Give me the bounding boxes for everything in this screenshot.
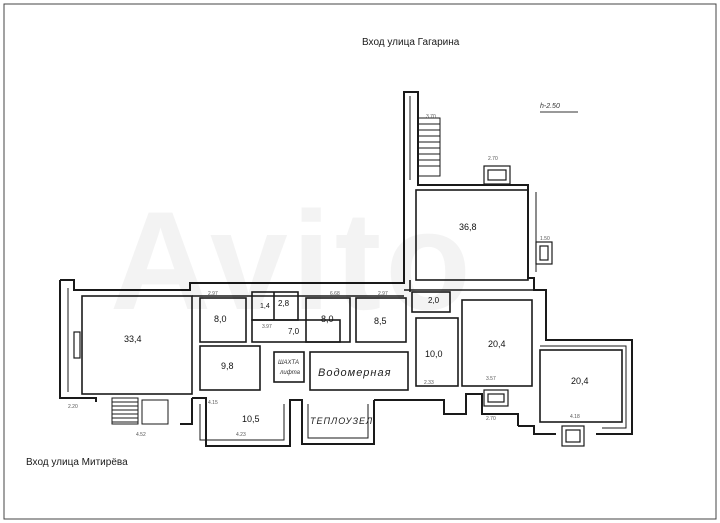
elevator-shaft-label: ШАХТА — [278, 360, 299, 366]
room-area-label: 8,5 — [374, 316, 387, 326]
interior-walls — [81, 189, 623, 423]
room-area-label: 33,4 — [124, 334, 142, 344]
stairs-bottom — [111, 397, 169, 425]
dimension-label: 4.15 — [208, 400, 218, 406]
dimension-label: 2.20 — [68, 404, 78, 410]
room-area-label: 8,0 — [321, 314, 334, 324]
room-area-label: 7,0 — [288, 327, 300, 336]
dimension-label: 2.70 — [486, 416, 496, 422]
dimension-label: 3.97 — [262, 324, 272, 330]
room-area-label: 20,4 — [571, 376, 589, 386]
elevator-shaft-sublabel: лифта — [279, 370, 301, 376]
dimension-label: 2.97 — [378, 291, 388, 297]
room-area-label: 36,8 — [459, 222, 477, 232]
sheet-border — [3, 3, 717, 520]
dimension-label: 1.50 — [540, 236, 550, 242]
porches — [73, 165, 585, 447]
outer-walls — [59, 91, 633, 447]
dimension-label: 4.23 — [236, 432, 246, 438]
room-area-labels: 36,8 33,4 8,0 1,4 2,8 7,0 8,0 8,5 2,0 10… — [124, 222, 589, 424]
dimension-label: 4.18 — [570, 414, 580, 420]
room-area-label: 20,4 — [488, 339, 506, 349]
dimension-label: 2.97 — [208, 291, 218, 297]
dimension-label: 3.70 — [426, 114, 436, 120]
room-area-label: 8,0 — [214, 314, 227, 324]
room-area-label: 9,8 — [221, 361, 234, 371]
dimension-label: 2.33 — [424, 380, 434, 386]
dimension-label: 4.52 — [136, 432, 146, 438]
dimension-label: 3.57 — [486, 376, 496, 382]
room-area-label: 2,8 — [278, 299, 290, 308]
dimension-label: 6.68 — [330, 291, 340, 297]
stairs-top — [417, 117, 441, 177]
heat-unit-label: ТЕПЛОУЗЕЛ — [310, 416, 373, 426]
entrance-label-bottom: Вход улица Митирёва — [26, 457, 128, 468]
room-area-label: 10,5 — [242, 414, 260, 424]
dimension-labels: 2.70 2.97 2.97 3.57 2.70 4.18 4.23 4.52 … — [68, 114, 580, 438]
outer-wall-lines — [67, 96, 627, 441]
dimension-label: 2.70 — [488, 156, 498, 162]
room-area-label: 10,0 — [425, 349, 443, 359]
entrance-label-top: Вход улица Гагарина — [362, 37, 460, 48]
room-area-label: 2,0 — [428, 296, 440, 305]
height-mark: h-2.50 — [540, 103, 560, 110]
room-area-label: 1,4 — [260, 303, 270, 310]
water-meter-room-label: Водомерная — [318, 367, 391, 379]
